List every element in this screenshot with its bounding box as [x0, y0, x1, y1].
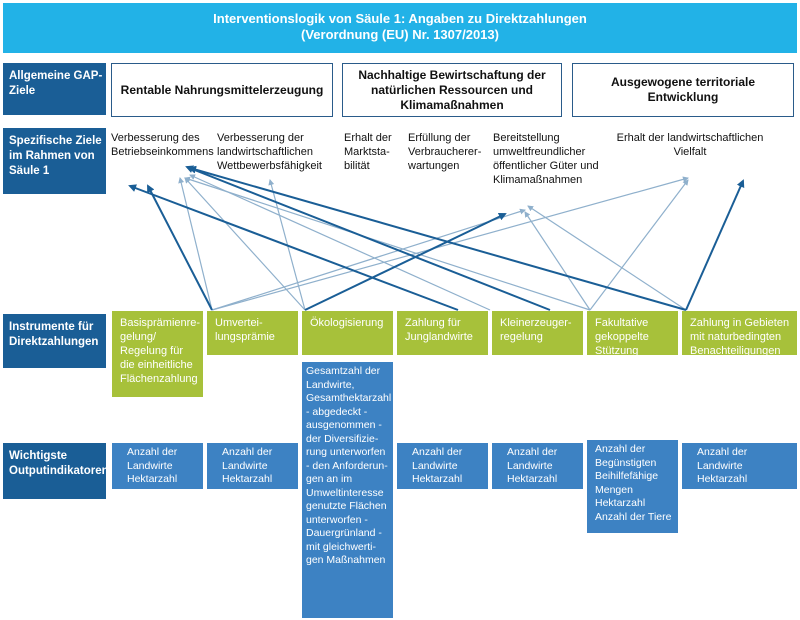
instrument-young-farmers: Zahlung für Junglandwirte — [397, 311, 488, 355]
general-goal-territorial-development: Ausgewogene territoriale Entwicklung — [572, 63, 794, 117]
row-label-output-indicators: Wichtigste Outputindikatoren — [3, 443, 109, 499]
diagram-title: Interventionslogik von Säule 1: Angaben … — [3, 3, 797, 53]
instrument-basic-payment: Basisprämienre-gelung/ Regelung für die … — [112, 311, 203, 397]
weak-arrow — [184, 176, 591, 311]
weak-arrow — [211, 176, 689, 311]
general-goal-sustainable-resources: Nachhaltige Bewirtschaftung der natürlic… — [342, 63, 562, 117]
objective-farm-income: Verbesserung des Betriebseinkommens — [111, 132, 214, 158]
row-label-instruments: Instrumente für Direktzahlungen — [3, 314, 106, 368]
title-line-1: Interventionslogik von Säule 1: Angaben … — [213, 11, 587, 26]
weak-arrow — [211, 208, 526, 311]
general-goal-food-production: Rentable Nahrungsmittelerzeugung — [111, 63, 333, 117]
strong-arrow — [685, 179, 745, 311]
weak-arrow — [184, 177, 306, 311]
weak-arrow — [178, 177, 213, 311]
indicator-greening: Gesamtzahl der Landwirte, Gesamthektarza… — [302, 362, 393, 618]
objective-competitiveness: Verbesserung der landwirtschaftlichen We… — [217, 132, 322, 172]
strong-arrow — [304, 212, 507, 311]
strong-arrow — [188, 165, 687, 311]
strong-arrow — [128, 184, 459, 311]
objective-public-goods-climate: Bereitstellung umweltfreundlicher öffent… — [493, 132, 599, 186]
indicator-basic-payment: Anzahl der Landwirte Hektarzahl — [112, 443, 203, 489]
indicator-redistributive-payment: Anzahl der Landwirte Hektarzahl — [207, 443, 298, 489]
row-label-general-goals: Allgemeine GAP-Ziele — [3, 63, 106, 115]
strong-arrow — [147, 184, 213, 311]
objective-market-stability: Erhalt der Marktsta-bilität — [344, 132, 392, 172]
indicator-natural-constraints: Anzahl der Landwirte Hektarzahl — [682, 443, 797, 489]
weak-arrow — [527, 205, 687, 311]
weak-arrow — [589, 179, 689, 311]
instrument-greening: Ökologisierung — [302, 311, 393, 355]
instrument-redistributive-payment: Umvertei-lungsprämie — [207, 311, 298, 355]
title-line-2: (Verordnung (EU) Nr. 1307/2013) — [301, 27, 499, 42]
indicator-young-farmers: Anzahl der Landwirte Hektarzahl — [397, 443, 488, 489]
strong-arrow — [185, 165, 551, 311]
indicator-coupled-support: Anzahl der Begünstigten Beihilfefähige M… — [587, 440, 678, 533]
weak-arrow — [189, 174, 491, 311]
instrument-coupled-support: Fakultative gekoppelte Stützung — [587, 311, 678, 357]
objective-consumer-expectations: Erfüllung der Verbraucherer-wartungen — [408, 132, 482, 172]
instrument-natural-constraints: Zahlung in Gebieten mit naturbedingten B… — [682, 311, 797, 357]
weak-arrow — [524, 211, 591, 311]
objective-agricultural-diversity: Erhalt der landwirtschaftlichen Vielfalt — [616, 132, 764, 158]
row-label-specific-objectives: Spezifische Ziele im Rahmen von Säule 1 — [3, 128, 106, 194]
instrument-small-farmers: Kleinerzeuger-regelung — [492, 311, 583, 355]
indicator-small-farmers: Anzahl der Landwirte Hektarzahl — [492, 443, 583, 489]
